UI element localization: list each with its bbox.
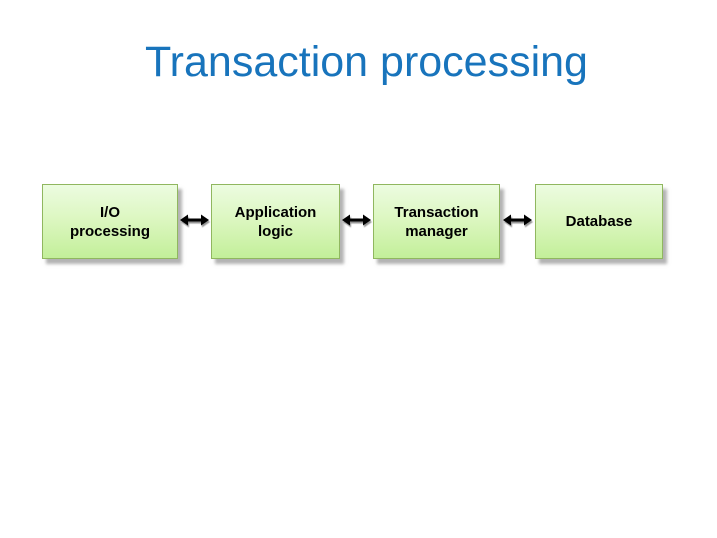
box-database: Database [535,184,663,259]
box-io-processing-label: I/O processing [69,203,151,240]
double-arrow-icon [341,212,372,228]
box-application-logic-label: Application logic [234,203,317,240]
double-arrow-icon [502,212,533,228]
double-arrow-icon [179,212,210,228]
slide-title: Transaction processing [145,38,588,86]
box-transaction-manager-label: Transaction manager [394,203,479,240]
box-application-logic: Application logic [211,184,340,259]
box-io-processing: I/O processing [42,184,178,259]
box-database-label: Database [565,213,633,230]
box-transaction-manager: Transaction manager [373,184,500,259]
